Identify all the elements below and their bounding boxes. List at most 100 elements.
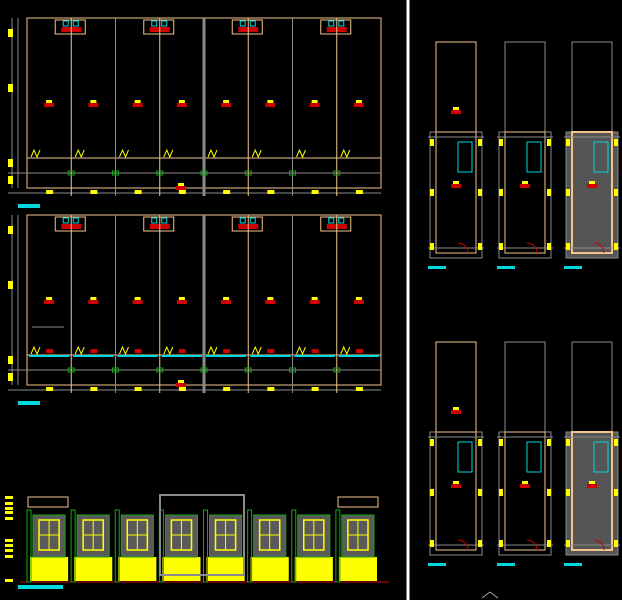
stair-window	[249, 217, 256, 224]
column	[67, 367, 75, 373]
column	[244, 170, 252, 176]
dimension-text	[566, 439, 570, 446]
room-tag-label	[311, 100, 318, 103]
dimension-text	[223, 387, 231, 391]
title-block	[564, 563, 582, 566]
column	[67, 170, 75, 176]
shopfront	[74, 557, 113, 581]
stair-window	[72, 217, 79, 224]
dimension-text	[90, 190, 98, 194]
stair-window	[249, 20, 256, 27]
room-tag	[311, 349, 319, 353]
room-tag-label	[46, 297, 53, 300]
dimension-text	[430, 489, 434, 496]
room-tag	[451, 110, 461, 114]
unit-wall	[435, 131, 477, 254]
column	[289, 367, 296, 373]
floor-grid	[498, 131, 552, 259]
title-block	[564, 266, 582, 269]
room-tag	[90, 349, 98, 353]
room-tag	[353, 103, 364, 107]
dimension-text	[90, 387, 98, 391]
door-swing	[526, 539, 538, 551]
room-tag-label	[453, 481, 459, 484]
unit-plan	[564, 341, 620, 566]
unit-plan	[497, 41, 553, 269]
dimension-text	[566, 139, 570, 146]
room-tag	[265, 300, 276, 304]
planter-zigzag	[163, 345, 174, 356]
room-tag	[176, 103, 187, 107]
shopfront	[294, 557, 333, 581]
planter-zigzag	[296, 148, 306, 159]
room-tag-label	[90, 297, 97, 300]
unit-plan	[428, 41, 484, 269]
dimension-text	[134, 190, 142, 194]
dimension-text	[547, 243, 551, 250]
room-tag	[587, 184, 597, 188]
room-tag	[132, 103, 143, 107]
dimension-text	[430, 439, 434, 446]
stair-window	[72, 20, 79, 27]
dimension-text	[8, 226, 13, 234]
level-marker	[5, 539, 13, 542]
shopfront	[162, 557, 201, 581]
planter-zigzag	[251, 148, 262, 159]
dimension-text	[223, 190, 231, 194]
upper-floor-outline	[571, 341, 613, 433]
dimension-text	[499, 439, 503, 446]
room-tag	[520, 184, 530, 188]
planter-zigzag	[30, 345, 41, 356]
dimension-text	[8, 356, 13, 364]
level-marker	[5, 549, 13, 552]
floor-plan-2	[8, 214, 382, 405]
dimension-text	[46, 190, 54, 194]
floor-grid	[565, 131, 619, 259]
pilaster	[291, 509, 297, 583]
pilaster	[114, 509, 120, 583]
room-tag-label	[589, 481, 595, 484]
dimension-text	[566, 189, 570, 196]
dimension-text	[478, 439, 482, 446]
room-tag-label	[178, 297, 185, 300]
dimension-text	[499, 540, 503, 547]
dimension-text	[547, 189, 551, 196]
planter-zigzag	[74, 345, 85, 356]
planter-zigzag	[163, 148, 174, 159]
column	[333, 170, 341, 176]
room-tag	[355, 349, 363, 353]
title-block	[497, 563, 515, 566]
dimension-text	[8, 29, 13, 37]
room-tag-label	[46, 100, 53, 103]
room-tag-label	[267, 297, 274, 300]
dimension-text	[267, 190, 275, 194]
planter-zigzag	[119, 148, 129, 159]
room-tag	[44, 300, 55, 304]
dimension-text	[566, 489, 570, 496]
dimension-text	[8, 176, 13, 184]
column	[112, 170, 119, 176]
planter-zigzag	[251, 345, 262, 356]
floor-plan-1	[8, 17, 382, 208]
room-tag	[587, 484, 597, 488]
dimension-text	[499, 189, 503, 196]
dimension-text	[547, 489, 551, 496]
column	[156, 367, 164, 373]
parapet	[27, 496, 69, 508]
room-tag-label	[355, 297, 362, 300]
room-tag-label	[355, 100, 362, 103]
room-tag	[267, 349, 275, 353]
pilaster	[203, 509, 208, 583]
level-marker	[5, 502, 13, 505]
level-marker	[5, 544, 13, 547]
room-tag-label	[178, 100, 185, 103]
planter-zigzag	[340, 148, 351, 159]
room-tag	[88, 300, 99, 304]
stair-core	[54, 216, 86, 232]
title-block	[428, 563, 446, 566]
column	[244, 367, 252, 373]
title-block	[18, 585, 63, 589]
dimension-text	[178, 190, 186, 194]
staircase	[526, 441, 542, 473]
